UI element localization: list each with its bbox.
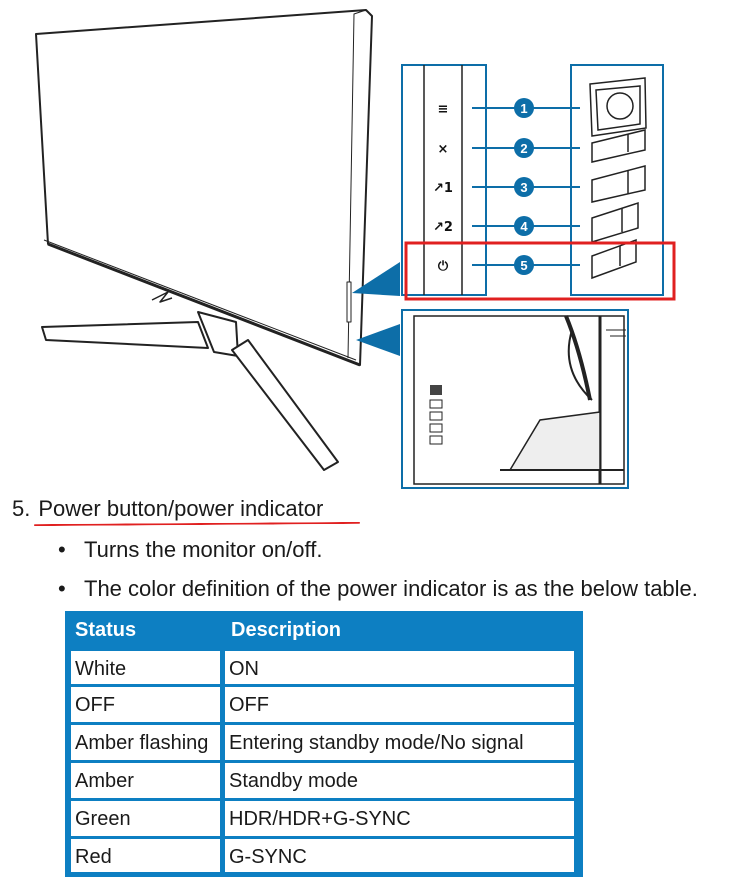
shortcut2-icon: ↗2 — [433, 220, 453, 235]
bullet-list: • Turns the monitor on/off. • The color de… — [58, 536, 698, 614]
table-cell-description: ON — [225, 651, 574, 684]
table-cell-status: OFF — [71, 687, 220, 722]
svg-text:1: 1 — [520, 101, 527, 116]
table-cell-status: Red — [71, 839, 220, 872]
table-cell-status: Amber flashing — [71, 725, 220, 760]
table-cell-status: White — [71, 651, 220, 684]
callout-1: 1 — [514, 98, 534, 118]
bullet-text: The color definition of the power indica… — [84, 576, 698, 601]
close-icon: × — [438, 142, 449, 157]
svg-text:3: 3 — [520, 180, 527, 195]
bullet-text: Turns the monitor on/off. — [84, 537, 323, 562]
list-item: • Turns the monitor on/off. — [58, 536, 698, 564]
callout-4: 4 — [514, 216, 534, 236]
callout-5: 5 — [514, 255, 534, 275]
callout-3: 3 — [514, 177, 534, 197]
power-icon: ⏻ — [438, 259, 449, 274]
svg-text:5: 5 — [520, 258, 527, 273]
shortcut1-icon: ↗1 — [433, 181, 453, 196]
table-cell-description: Entering standby mode/No signal — [225, 725, 574, 760]
bullet-icon: • — [58, 537, 66, 562]
monitor-illustration — [35, 9, 373, 471]
menu-icon: ≡ — [438, 102, 449, 117]
pointer-arrow — [356, 324, 400, 356]
table-cell-description: G-SYNC — [225, 839, 574, 872]
svg-text:2: 2 — [520, 141, 527, 156]
column-header-description: Description — [231, 619, 342, 641]
side-view-panel — [401, 309, 629, 489]
button-shapes-panel — [570, 64, 664, 296]
svg-text:4: 4 — [520, 219, 528, 234]
monitor-diagram: ≡ × ↗1 ↗2 ⏻ 1 2 3 4 5 — [35, 9, 676, 489]
list-item: • The color definition of the power indic… — [58, 575, 698, 603]
callout-2: 2 — [514, 138, 534, 158]
section-number: 5. — [12, 496, 31, 521]
table-cell-status: Amber — [71, 763, 220, 798]
section-title: Power button/power indicator — [38, 496, 324, 521]
table-cell-description: HDR/HDR+G-SYNC — [225, 801, 574, 836]
section-heading: 5. Power button/power indicator — [12, 495, 323, 523]
button-panel — [401, 64, 487, 296]
table-cell-description: OFF — [225, 687, 574, 722]
table-header: Status Description — [65, 611, 583, 649]
table-cell-description: Standby mode — [225, 763, 574, 798]
bullet-icon: • — [58, 576, 66, 601]
table-cell-status: Green — [71, 801, 220, 836]
column-header-status: Status — [75, 619, 137, 641]
highlight-box — [404, 241, 676, 301]
pointer-arrow — [352, 262, 400, 296]
